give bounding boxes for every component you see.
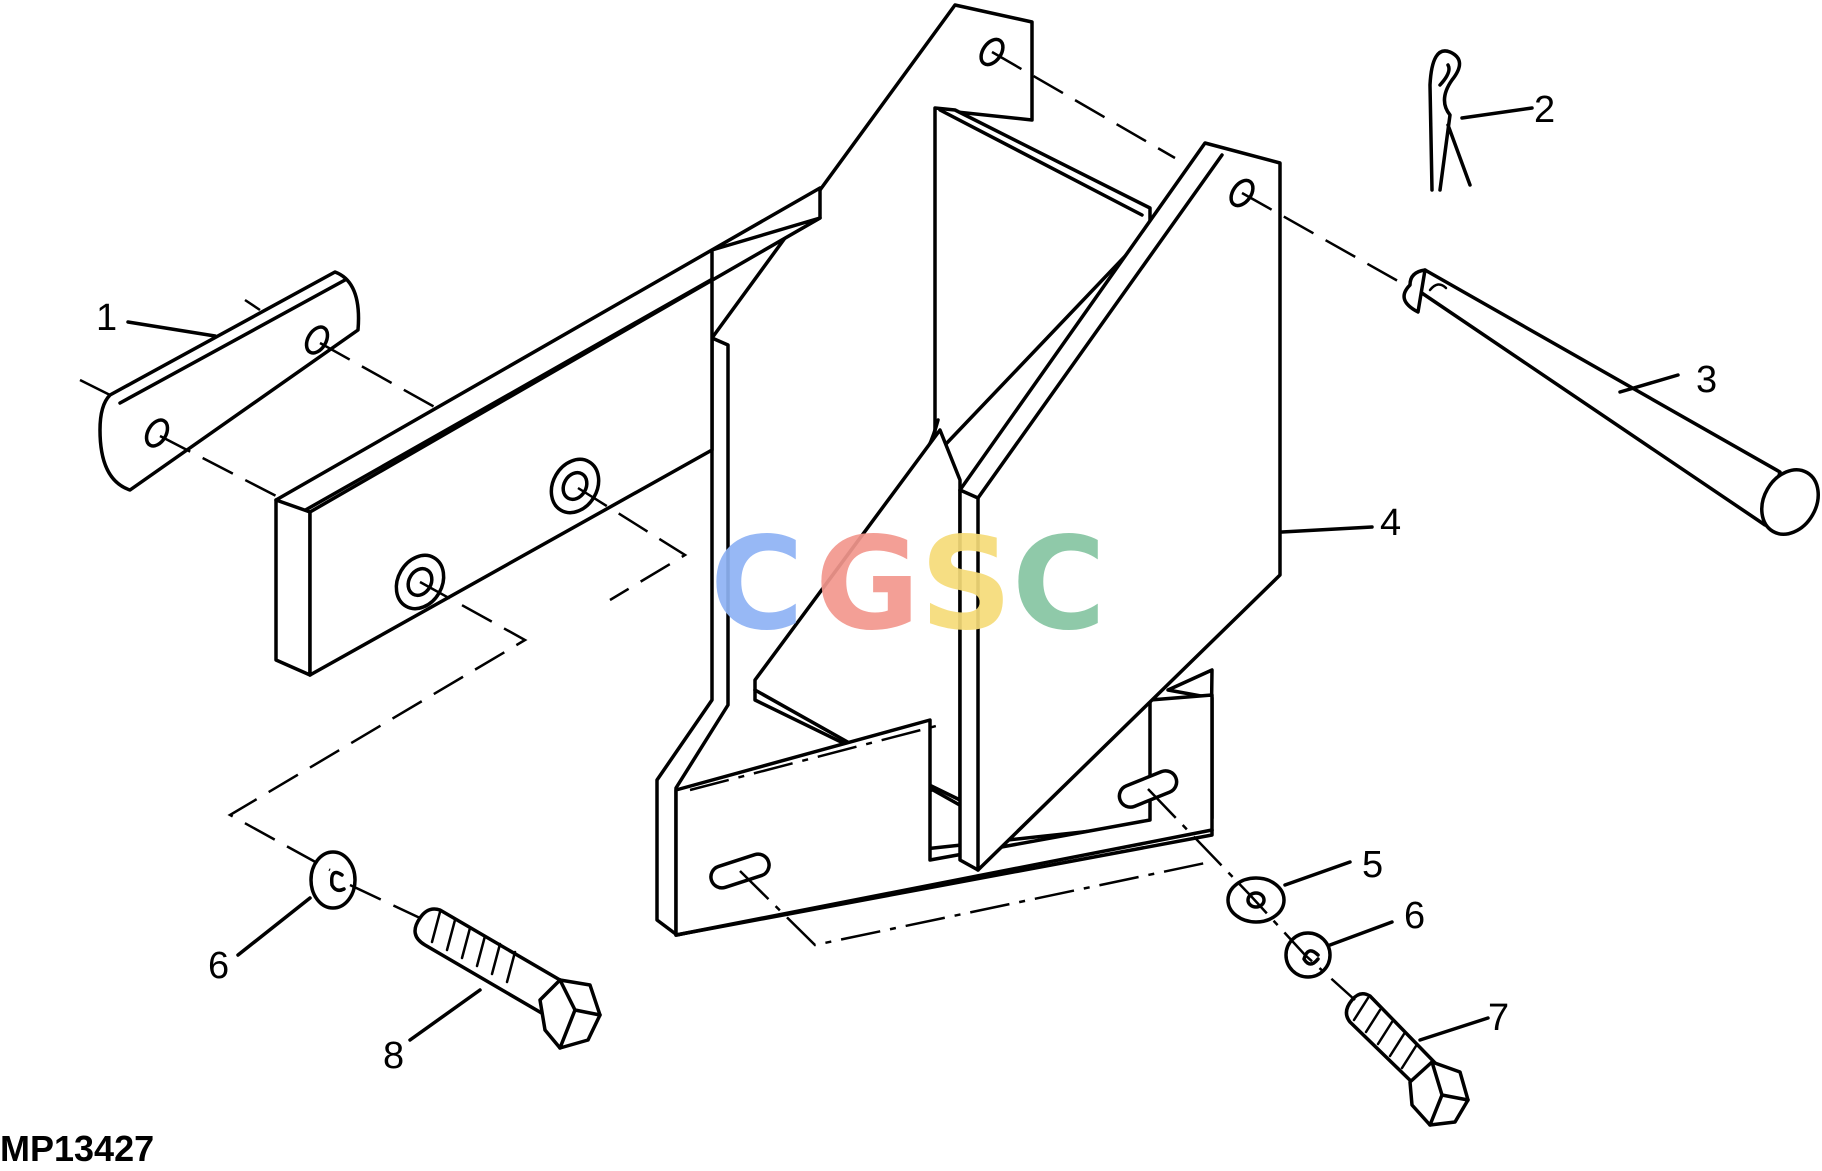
bracket-right-plate-top-edge bbox=[976, 153, 1224, 500]
callout-1: 1 bbox=[96, 297, 117, 339]
callout-4: 4 bbox=[1380, 502, 1401, 544]
callout-labels: 1 2 3 4 5 6 6 7 8 bbox=[96, 89, 1717, 1077]
link-plate bbox=[98, 270, 361, 492]
watermark-letter-3: S bbox=[920, 510, 1012, 659]
dash-bar-hole-upper bbox=[577, 486, 688, 602]
callout-6-left: 6 bbox=[208, 945, 229, 987]
hex-bolt-long bbox=[413, 907, 602, 1050]
callout-2: 2 bbox=[1534, 89, 1555, 131]
cgsc-watermark: C G S C bbox=[710, 510, 1106, 659]
hair-pin-body bbox=[1428, 49, 1472, 192]
dashdot-slot-right bbox=[1147, 788, 1356, 1001]
mounting-bracket bbox=[655, 3, 1282, 937]
dashdot-base-center bbox=[689, 723, 941, 792]
leader-8 bbox=[408, 988, 482, 1042]
hair-pin bbox=[1428, 49, 1472, 192]
clevis-pin-shaft bbox=[1408, 268, 1782, 527]
bracket-inner-top-edge bbox=[938, 108, 1144, 217]
figure-id: MP13427 bbox=[0, 1128, 155, 1169]
dash-plate-to-bar-1 bbox=[159, 434, 281, 500]
dash-pinhole-to-pin bbox=[1241, 191, 1406, 287]
leader-lines bbox=[126, 106, 1680, 1042]
callout-3: 3 bbox=[1696, 359, 1717, 401]
callout-5: 5 bbox=[1362, 844, 1383, 886]
clevis-pin-head bbox=[1760, 468, 1820, 536]
lock-washer-right-body bbox=[1284, 931, 1332, 979]
leader-4 bbox=[1280, 525, 1374, 534]
leader-6a bbox=[236, 896, 312, 957]
clevis-pin-tip bbox=[1402, 268, 1427, 314]
leader-5 bbox=[1283, 860, 1352, 887]
hex-bolt-short-head bbox=[1408, 1060, 1470, 1127]
bar-front-face bbox=[274, 498, 312, 677]
hex-bolt-short bbox=[1344, 992, 1470, 1127]
hex-bolt-short-threads bbox=[1352, 996, 1418, 1070]
dash-plate-to-bar-2 bbox=[319, 341, 441, 412]
dash-bar-to-washer bbox=[227, 580, 528, 872]
lock-washer-right bbox=[1284, 931, 1332, 979]
watermark-letter-2: G bbox=[815, 510, 920, 659]
leader-6b bbox=[1328, 920, 1394, 947]
lock-washer-left bbox=[309, 850, 357, 910]
leader-7 bbox=[1418, 1016, 1490, 1042]
callout-6-right: 6 bbox=[1404, 895, 1425, 937]
bracket-base-front-edge bbox=[674, 828, 1214, 937]
leader-1 bbox=[126, 320, 217, 338]
dashdot-slot-left bbox=[739, 860, 1211, 947]
clevis-pin bbox=[1402, 268, 1820, 536]
leader-2 bbox=[1460, 106, 1534, 120]
callout-8: 8 bbox=[383, 1035, 404, 1077]
dash-plate-top bbox=[244, 298, 261, 312]
lock-washer-right-split bbox=[1302, 949, 1320, 966]
dash-pinhole-left-to-right bbox=[991, 50, 1176, 160]
watermark-letter-1: C bbox=[710, 510, 804, 659]
bracket-right-plate bbox=[958, 141, 1282, 872]
dash-plate-left bbox=[79, 378, 111, 397]
link-plate-edge bbox=[118, 278, 347, 405]
link-plate-body bbox=[98, 270, 361, 492]
callout-7: 7 bbox=[1488, 997, 1509, 1039]
dash-bolt-long bbox=[349, 883, 421, 920]
assembly-lines bbox=[79, 50, 1406, 1001]
lock-washer-left-split bbox=[329, 870, 346, 893]
hex-bolt-long-threads bbox=[430, 910, 517, 984]
hex-bolt-short-head-face bbox=[1428, 1060, 1470, 1127]
leader-3 bbox=[1618, 373, 1680, 394]
hex-bolt-long-head-face bbox=[558, 978, 602, 1050]
watermark-letter-4: C bbox=[1012, 510, 1106, 659]
mounting-bar bbox=[274, 186, 822, 677]
hex-bolt-long-head bbox=[538, 978, 602, 1050]
clevis-pin-cross-hole bbox=[1428, 283, 1448, 292]
